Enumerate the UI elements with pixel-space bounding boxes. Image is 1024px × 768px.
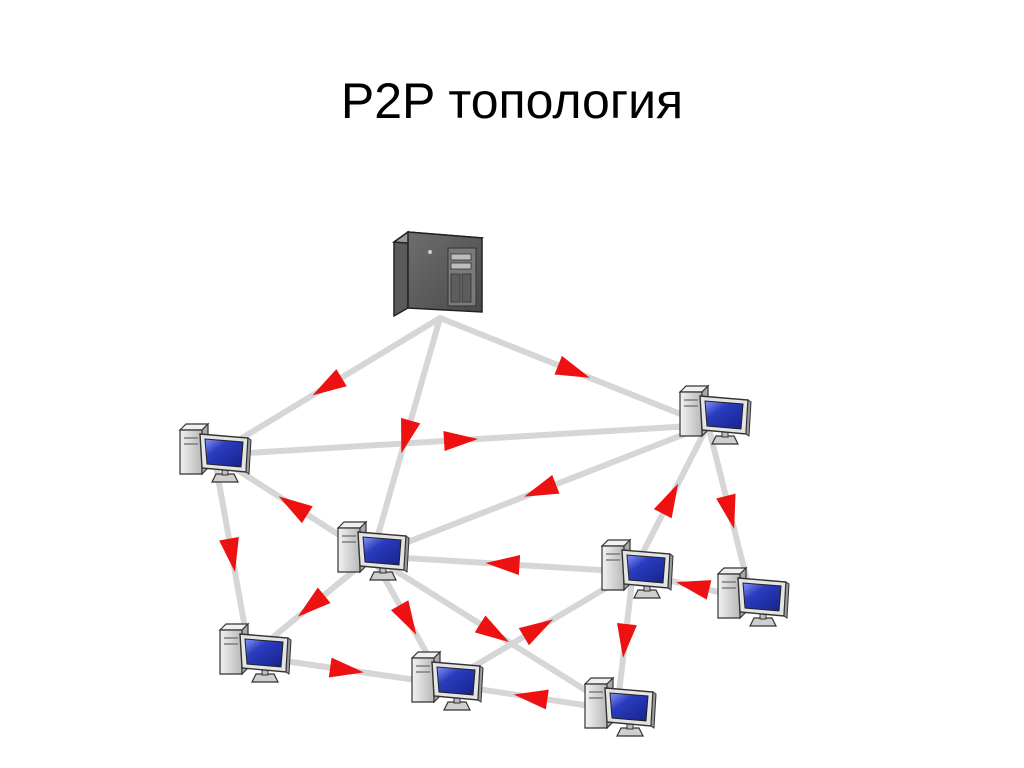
arrow-pc-c-pc-g (390, 600, 417, 635)
arrow-pc-a-pc-b (443, 431, 478, 452)
arrow-pc-d-pc-g (328, 657, 364, 678)
slide-title: P2P топология (340, 73, 684, 129)
nodes-layer (178, 230, 790, 737)
arrow-pc-f-pc-e (675, 580, 712, 600)
pc-e-computer-icon (600, 538, 674, 599)
arrow-pc-e-pc-c (485, 555, 521, 576)
arrow-pc-e-pc-h (617, 622, 637, 658)
pc-h-computer-icon (583, 676, 657, 737)
pc-d-computer-icon (218, 622, 292, 683)
pc-a-computer-icon (178, 422, 252, 483)
arrow-server-pc-b (554, 355, 590, 378)
arrow-server-pc-a (312, 369, 347, 396)
arrow-pc-g-pc-e (518, 619, 554, 646)
pc-c-computer-icon (336, 520, 410, 581)
arrow-pc-b-pc-c (524, 475, 560, 497)
arrow-pc-c-pc-d (297, 587, 331, 617)
arrow-pc-h-pc-g (513, 689, 549, 710)
server-server-icon (391, 230, 485, 318)
pc-f-computer-icon (716, 566, 790, 627)
arrow-pc-b-pc-f (716, 493, 736, 529)
arrow-pc-c-pc-a (278, 496, 313, 524)
pc-b-computer-icon (678, 384, 752, 445)
arrow-pc-a-pc-d (219, 537, 239, 573)
pc-g-computer-icon (410, 650, 484, 711)
arrows-layer (219, 355, 736, 710)
arrow-pc-c-pc-h (474, 615, 509, 643)
arrow-server-pc-c (401, 417, 421, 454)
arrow-pc-e-pc-b (653, 483, 679, 519)
